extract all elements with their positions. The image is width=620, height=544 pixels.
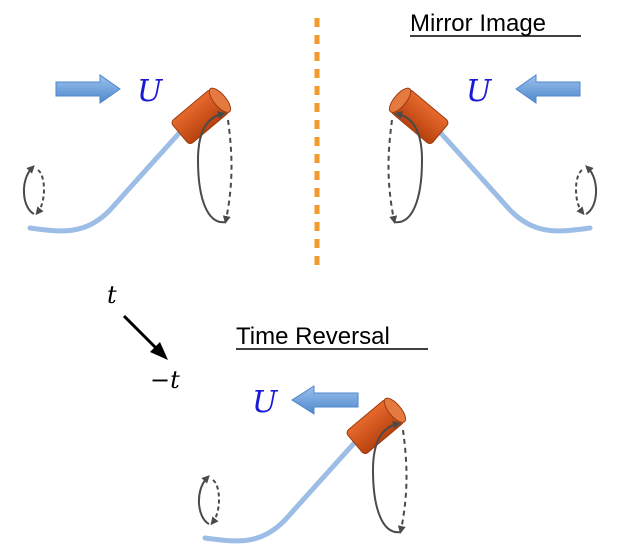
swimmer-mirror: U bbox=[386, 74, 596, 231]
swimmer-time-reversed: U bbox=[199, 385, 409, 541]
swimmer-original: U bbox=[24, 74, 234, 231]
velocity-label-original: U bbox=[137, 74, 164, 109]
velocity-arrow-right-icon bbox=[55, 74, 121, 104]
velocity-arrow-left-bottom-icon bbox=[291, 385, 359, 415]
velocity-arrow-left-icon bbox=[515, 74, 581, 104]
velocity-label-reversed: U bbox=[252, 385, 279, 420]
velocity-label-mirror: U bbox=[466, 74, 493, 109]
time-reversal-title: Time Reversal bbox=[236, 323, 390, 350]
mirror-image-title: Mirror Image bbox=[410, 10, 546, 37]
time-arrow-line bbox=[122, 314, 160, 352]
time-forward-label: t bbox=[107, 281, 117, 309]
time-arrow-head-icon bbox=[150, 342, 168, 360]
time-backward-label: −t bbox=[150, 366, 180, 394]
